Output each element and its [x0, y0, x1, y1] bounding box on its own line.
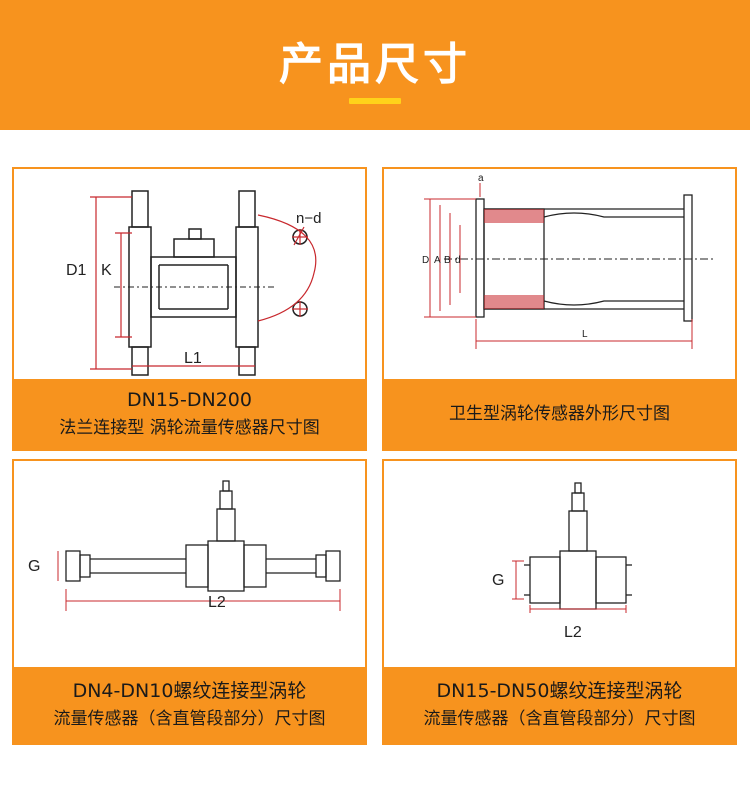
label-L: L	[582, 329, 588, 340]
label-g: G	[492, 572, 504, 589]
title-underline	[349, 98, 401, 104]
caption-line-1: DN15-DN50螺纹连接型涡轮	[436, 680, 683, 702]
label-l2: L2	[564, 624, 582, 641]
flange-sensor-diagram: D1 K L1 n−d	[66, 190, 321, 376]
dn15-dn50-sensor-diagram: G L2	[492, 482, 632, 641]
caption-flange-type: DN15-DN200 法兰连接型 涡轮流量传感器尺寸图	[14, 379, 365, 449]
caption-dn15-dn50: DN15-DN50螺纹连接型涡轮 流量传感器（含直管段部分）尺寸图	[384, 667, 735, 743]
page-title: 产品尺寸	[279, 39, 471, 90]
card-flange-type: D1 K L1 n−d DN15-DN200 法兰连接型 涡轮流量传感器尺寸图	[12, 167, 367, 451]
label-B: B	[444, 255, 451, 266]
label-l2: L2	[208, 594, 226, 611]
label-l1: L1	[184, 350, 202, 367]
caption-line-1: DN4-DN10螺纹连接型涡轮	[72, 680, 307, 702]
label-d1: D1	[66, 262, 87, 279]
caption-dn4-dn10: DN4-DN10螺纹连接型涡轮 流量传感器（含直管段部分）尺寸图	[14, 667, 365, 743]
card-dn15-dn50-threaded: G L2 DN15-DN50螺纹连接型涡轮 流量传感器（含直管段部分）尺寸图	[382, 459, 737, 745]
caption-line-1: 卫生型涡轮传感器外形尺寸图	[449, 404, 670, 424]
card-sanitary-type: a D A B d L 卫生型涡轮传感器外形尺寸图	[382, 167, 737, 451]
label-d: d	[455, 255, 461, 266]
caption-sanitary-type: 卫生型涡轮传感器外形尺寸图	[384, 379, 735, 449]
page-header: 产品尺寸	[0, 0, 750, 130]
caption-line-2: 流量传感器（含直管段部分）尺寸图	[53, 709, 326, 729]
label-nd: n−d	[296, 210, 321, 227]
label-g: G	[28, 558, 40, 575]
label-k: K	[101, 262, 112, 279]
label-D: D	[422, 255, 429, 266]
dn4-dn10-sensor-diagram: G L2	[28, 480, 341, 611]
caption-line-1: DN15-DN200	[127, 389, 252, 411]
sanitary-sensor-diagram: a D A B d L	[422, 173, 714, 349]
card-dn4-dn10-threaded: G L2 DN4-DN10螺纹连接型涡轮 流量传感器（含直管段部分）尺寸图	[12, 459, 367, 745]
label-a-small: a	[478, 173, 484, 184]
caption-line-2: 流量传感器（含直管段部分）尺寸图	[423, 709, 696, 729]
caption-line-2: 法兰连接型 涡轮流量传感器尺寸图	[59, 418, 320, 438]
label-A: A	[434, 255, 441, 266]
